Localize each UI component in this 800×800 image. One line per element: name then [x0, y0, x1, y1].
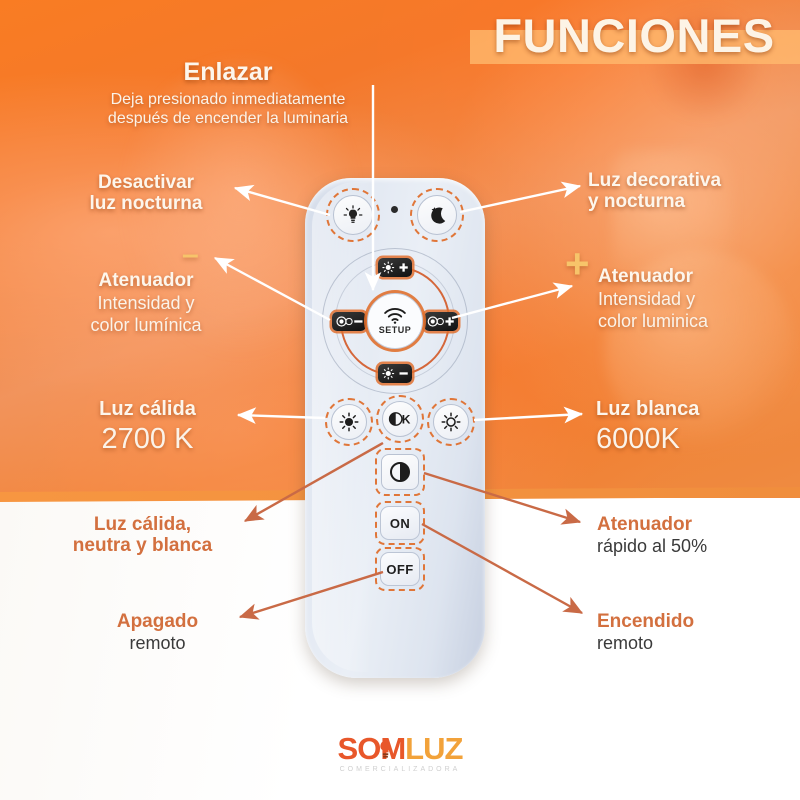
callout-atenuador-menos-title: Atenuador: [98, 270, 194, 291]
button-off[interactable]: OFF: [380, 552, 420, 586]
setup-label: SETUP: [378, 324, 412, 335]
button-warm-light[interactable]: [331, 404, 367, 440]
callout-enlazar-line2: después de encender la luminaria: [107, 109, 349, 127]
button-night-off[interactable]: [333, 195, 373, 235]
button-kelvin[interactable]: K: [382, 401, 418, 437]
button-color-down[interactable]: [332, 312, 366, 331]
plus-sign-icon: +: [565, 240, 590, 287]
callout-enlazar-line1: Deja presionado inmediatamente: [110, 91, 346, 108]
kelvin-button-highlight: [376, 395, 424, 443]
callout-luz-blanca: Luz blanca 6000K: [596, 398, 786, 457]
button-brightness-down[interactable]: [378, 364, 412, 383]
callout-atenuador-mas-line2: color luminica: [598, 310, 709, 331]
callout-luz-calida: Luz cálida 2700 K: [60, 398, 235, 457]
callout-atenuador-rapido: Atenuador rápido al 50%: [597, 514, 797, 558]
button-dim-50[interactable]: [381, 454, 419, 490]
callout-apagado-title: Apagado: [116, 611, 199, 632]
warm-sun-icon: [339, 412, 359, 432]
bulb-icon: [343, 205, 363, 223]
logo-part-luz: LUZ: [405, 731, 463, 766]
callout-enlazar-title: Enlazar: [183, 58, 273, 86]
background-bulb-glass: [605, 250, 795, 450]
callout-desactivar-line2: luz nocturna: [89, 193, 203, 215]
minus-sign-icon: –: [182, 238, 199, 271]
callout-luz-decorativa: Luz decorativa y nocturna: [588, 170, 793, 213]
callout-apagado: Apagado remoto: [65, 611, 250, 655]
page-title: FUNCIONES: [493, 9, 775, 62]
callout-luz-calida-value: 2700 K: [101, 423, 194, 456]
svg-text:K: K: [402, 413, 411, 427]
callout-encendido-sub: remoto: [597, 633, 654, 654]
callout-desactivar-line1: Desactivar: [97, 172, 195, 193]
callout-encendido: Encendido remoto: [597, 611, 787, 655]
callout-enlazar: Enlazar Deja presionado inmediatamente d…: [78, 58, 378, 129]
callout-encendido-title: Encendido: [597, 611, 695, 632]
button-night-decorative[interactable]: [417, 195, 457, 235]
callout-luz-blanca-value: 6000K: [596, 423, 680, 456]
callout-atenuador-rapido-title: Atenuador: [597, 514, 692, 535]
callout-apagado-sub: remoto: [129, 633, 186, 654]
logo-part-som: SOM: [337, 731, 407, 766]
brightness-minus-icon: [382, 367, 408, 380]
callout-atenuador-mas: Atenuador Intensidad y color luminica: [598, 266, 798, 332]
callout-desactivar-nocturna: Desactivar luz nocturna: [60, 172, 232, 215]
callout-atenuador-menos: Atenuador Intensidad y color lumínica: [60, 270, 232, 336]
button-on[interactable]: ON: [380, 506, 420, 540]
button-color-up[interactable]: [424, 312, 458, 331]
callout-calida-neutra-line1: Luz cálida,: [93, 514, 192, 535]
color-minus-icon: [336, 316, 363, 327]
kelvin-icon: K: [388, 412, 411, 427]
contrast-icon: [390, 462, 410, 482]
button-setup[interactable]: SETUP: [367, 293, 423, 349]
night-on-button-highlight: [410, 188, 464, 242]
cool-sun-icon: [441, 412, 461, 432]
callout-atenuador-rapido-sub: rápido al 50%: [597, 536, 708, 557]
callout-luz-calida-neutra: Luz cálida, neutra y blanca: [35, 514, 250, 557]
callout-atenuador-menos-line2: color lumínica: [90, 314, 202, 335]
callout-atenuador-mas-line1: Intensidad y: [598, 289, 696, 310]
title-highlight-band: [470, 30, 800, 64]
cool-button-highlight: [427, 398, 475, 446]
callout-atenuador-menos-line1: Intensidad y: [97, 293, 195, 314]
background-bulb-neck: [612, 150, 732, 300]
logo-wordmark: SOMLUZ: [300, 733, 500, 764]
moon-star-icon: [430, 206, 445, 224]
brightness-plus-icon: [382, 261, 408, 274]
callout-luz-calida-title: Luz cálida: [99, 398, 196, 420]
button-brightness-up[interactable]: [378, 258, 412, 277]
callout-decorativa-line1: Luz decorativa: [588, 170, 722, 191]
wifi-icon: [384, 307, 406, 324]
logo-bulb-icon: [380, 740, 391, 758]
callout-luz-blanca-title: Luz blanca: [596, 398, 700, 420]
callout-decorativa-line2: y nocturna: [588, 191, 686, 213]
logo-tagline: COMERCIALIZADORA: [339, 766, 461, 773]
brand-logo: SOMLUZ COMERCIALIZADORA: [300, 733, 500, 773]
color-plus-icon: [427, 316, 454, 327]
callout-atenuador-mas-title: Atenuador: [598, 266, 693, 287]
button-cool-light[interactable]: [433, 404, 469, 440]
ir-emitter-dot: [391, 206, 398, 213]
callout-calida-neutra-line2: neutra y blanca: [72, 535, 213, 557]
